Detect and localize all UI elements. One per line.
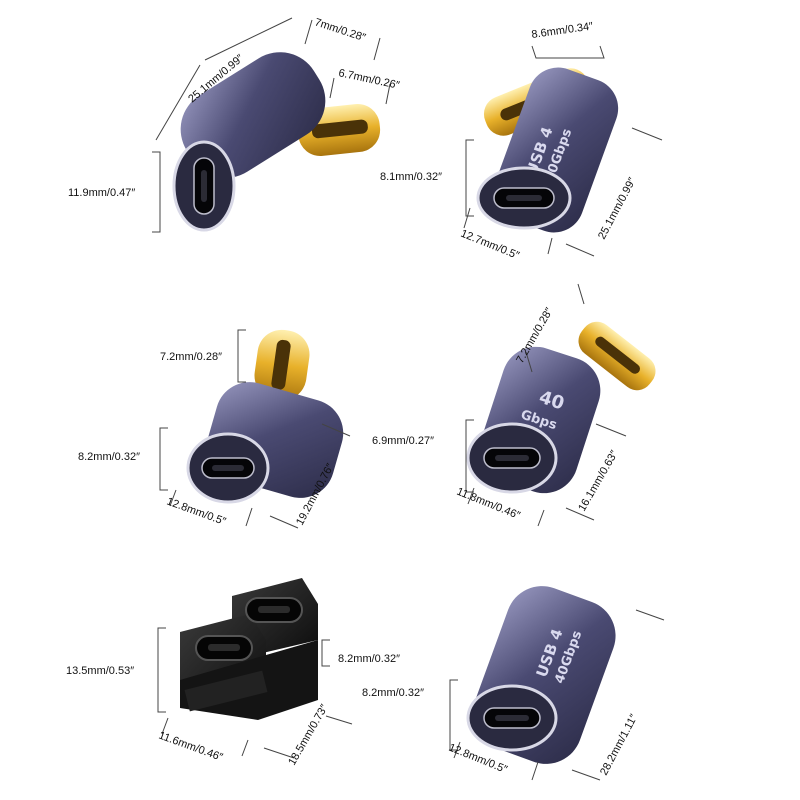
usb-c-port xyxy=(186,432,270,504)
dim-label: 6.9mm/0.27″ xyxy=(372,435,434,447)
dim-label: 8.2mm/0.32″ xyxy=(78,451,140,463)
adapter-1: 25.1mm/0.99″ 7mm/0.28″ 6.7mm/0.26″ 11.9m… xyxy=(68,16,401,233)
adapter-4: 40 Gbps 7.2mm/0.28″ 6.9mm/0.27″ 11.8mm/0… xyxy=(372,283,656,527)
usb-c-port xyxy=(466,422,558,494)
dim-label: 6.7mm/0.26″ xyxy=(337,67,400,92)
dim-label: 8.6mm/0.34″ xyxy=(531,20,594,41)
usb-c-port xyxy=(195,635,253,661)
dim-label: 8.1mm/0.32″ xyxy=(380,171,442,183)
adapter-2: USB 4 40Gbps 8.6mm/0.34″ 8.1mm/0.32″ 12.… xyxy=(380,20,663,262)
gold-plug xyxy=(254,329,310,401)
dim-label: 28.2mm/1.11″ xyxy=(598,712,640,777)
adapter-5: 13.5mm/0.53″ 8.2mm/0.32″ 11.6mm/0.46″ 18… xyxy=(66,578,400,768)
dim-label: 8.2mm/0.32″ xyxy=(338,653,400,665)
dim-label: 25.1mm/0.99″ xyxy=(596,176,639,242)
dim-label: 7mm/0.28″ xyxy=(313,16,367,44)
dim-label: 11.6mm/0.46″ xyxy=(157,730,224,764)
dim-label: 11.9mm/0.47″ xyxy=(68,187,135,199)
usb-c-port xyxy=(466,684,558,752)
usb-c-port xyxy=(476,166,572,230)
dim-label: 7.2mm/0.28″ xyxy=(160,351,222,363)
dim-label: 13.5mm/0.53″ xyxy=(66,665,134,677)
dim-label: 18.5mm/0.73″ xyxy=(286,702,330,767)
adapter-6: USB 4 40Gbps 8.2mm/0.32″ 12.8mm/0.5″ 28.… xyxy=(362,586,665,781)
dim-label: 16.1mm/0.63″ xyxy=(576,448,620,513)
dim-label: 8.2mm/0.32″ xyxy=(362,687,424,699)
dim-label: 12.7mm/0.5″ xyxy=(459,228,521,262)
adapter-3: 7.2mm/0.28″ 8.2mm/0.32″ 12.8mm/0.5″ 19.2… xyxy=(78,329,351,529)
usb-c-port xyxy=(245,597,303,623)
usb-c-port xyxy=(172,140,236,232)
gold-plug xyxy=(578,321,656,391)
